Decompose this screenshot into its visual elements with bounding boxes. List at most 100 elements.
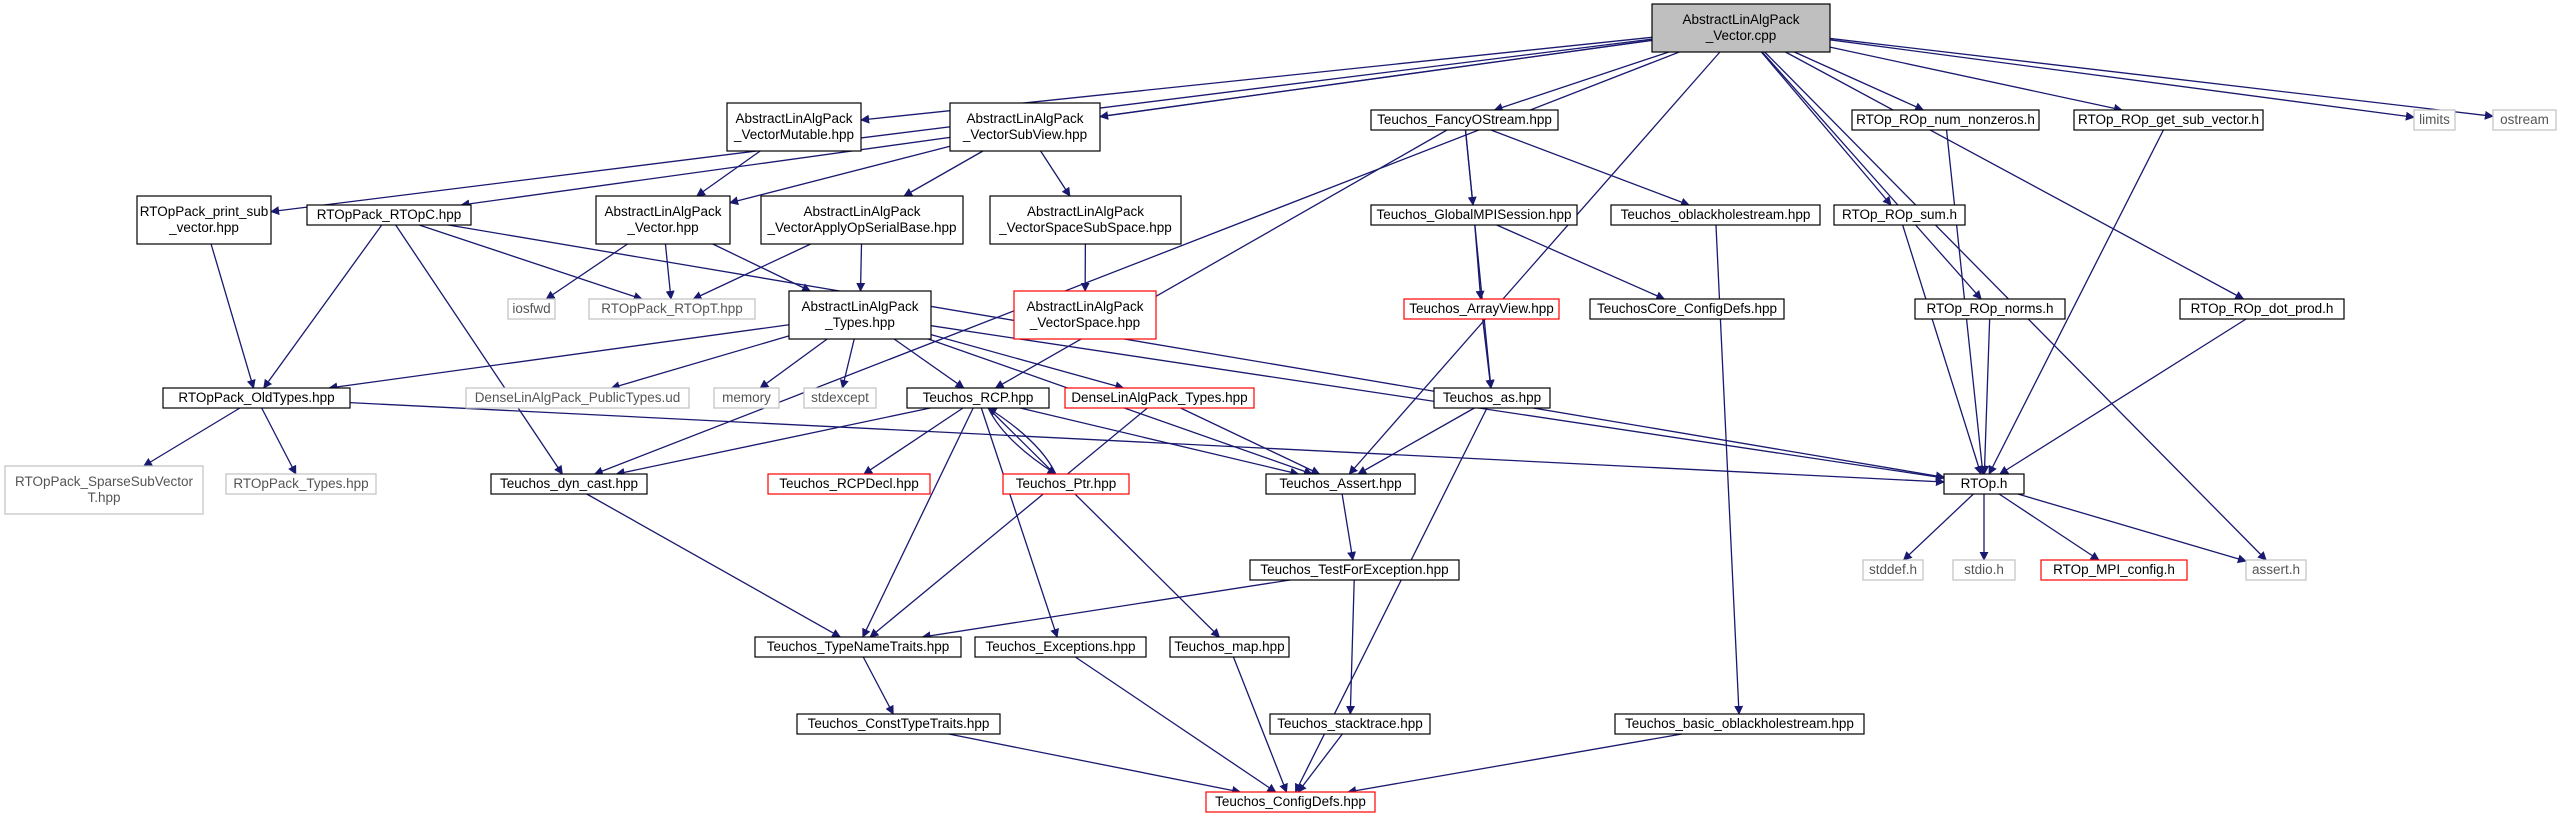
node-label: stdio.h [1964, 562, 2004, 577]
edge-rtoph-to-stddef [1902, 493, 1974, 561]
node-label: Teuchos_Exceptions.hpp [985, 639, 1135, 654]
node-box [465, 387, 690, 409]
node-tfos[interactable]: Teuchos_FancyOStream.hpp [1370, 109, 1559, 131]
node-vec[interactable]: AbstractLinAlgPack_Vector.hpp [595, 195, 731, 245]
node-oldt[interactable]: RTOpPack_OldTypes.hpp [162, 387, 351, 409]
node-av[interactable]: Teuchos_ArrayView.hpp [1403, 298, 1560, 320]
node-box [2040, 559, 2188, 581]
node-box [2413, 109, 2456, 131]
node-box [1610, 204, 1821, 226]
edge-as-to-cfg [1294, 407, 1488, 793]
node-label: RTOp_ROp_dot_prod.h [2191, 301, 2334, 316]
node-box [989, 195, 1182, 245]
node-label: AbstractLinAlgPack [1027, 204, 1144, 219]
node-cct[interactable]: Teuchos_ConstTypeTraits.hpp [796, 713, 1001, 735]
edge-dot-to-rtoph [1999, 318, 2247, 475]
edge-as-to-assert [1357, 407, 1475, 475]
node-label: AbstractLinAlgPack [1026, 299, 1143, 314]
node-rcpdecl[interactable]: Teuchos_RCPDecl.hpp [767, 473, 931, 495]
node-label: _VectorSpaceSubSpace.hpp [998, 220, 1172, 235]
node-print[interactable]: RTOpPack_print_sub_vector.hpp [136, 195, 272, 245]
node-vspace[interactable]: AbstractLinAlgPack_VectorSpace.hpp [1013, 290, 1157, 340]
node-obh[interactable]: Teuchos_oblackholestream.hpp [1610, 204, 1821, 226]
node-box [1833, 204, 1966, 226]
node-box [4, 465, 204, 515]
node-label: Teuchos_Ptr.hpp [1016, 476, 1117, 491]
node-vsss[interactable]: AbstractLinAlgPack_VectorSpaceSubSpace.h… [989, 195, 1182, 245]
edge-oldt-to-ssv [143, 407, 241, 467]
edge-types-to-stdexcept [839, 338, 855, 389]
edge-dyn-to-tnt [586, 493, 842, 638]
node-box [2179, 298, 2345, 320]
node-dlpt: DenseLinAlgPack_PublicTypes.ud [465, 387, 690, 409]
node-label: Teuchos_GlobalMPISession.hpp [1376, 207, 1571, 222]
node-stdexcept: stdexcept [803, 387, 877, 409]
node-bobh[interactable]: Teuchos_basic_oblackholestream.hpp [1614, 713, 1865, 735]
node-label: RTOp_ROp_num_nonzeros.h [1856, 112, 2035, 127]
edge-tfos-to-as [1464, 129, 1495, 389]
edge-root-to-limits [1829, 39, 2415, 121]
node-box [1943, 473, 2025, 495]
node-dyn[interactable]: Teuchos_dyn_cast.hpp [490, 473, 648, 495]
node-mpicfg[interactable]: RTOp_MPI_config.h [2040, 559, 2188, 581]
node-gsv[interactable]: RTOp_ROp_get_sub_vector.h [2073, 109, 2264, 131]
node-label: Teuchos_ConfigDefs.hpp [1215, 794, 1366, 809]
node-label: _Vector.hpp [626, 220, 698, 235]
edge-st-to-cfg [1297, 733, 1343, 793]
node-box [726, 102, 862, 152]
node-memory: memory [713, 387, 780, 409]
node-vaos[interactable]: AbstractLinAlgPack_VectorApplyOpSerialBa… [760, 195, 964, 245]
node-rcp[interactable]: Teuchos_RCP.hpp [906, 387, 1050, 409]
edge-types-to-dlpt [610, 335, 790, 391]
node-types[interactable]: AbstractLinAlgPack_Types.hpp [788, 290, 932, 340]
node-box [1370, 109, 1559, 131]
node-exc[interactable]: Teuchos_Exceptions.hpp [974, 636, 1147, 658]
node-norms[interactable]: RTOp_ROp_norms.h [1914, 298, 2066, 320]
node-vm[interactable]: AbstractLinAlgPack_VectorMutable.hpp [726, 102, 862, 152]
node-limits: limits [2413, 109, 2456, 131]
edge-ptr-to-rcp [987, 407, 1057, 475]
node-label: Teuchos_basic_oblackholestream.hpp [1625, 716, 1854, 731]
node-tfe[interactable]: Teuchos_TestForException.hpp [1249, 559, 1460, 581]
edge-types-to-oldt [328, 324, 790, 392]
node-as[interactable]: Teuchos_as.hpp [1433, 387, 1551, 409]
node-box [1064, 387, 1255, 409]
edge-tfos-to-obh [1490, 129, 1690, 207]
node-dot[interactable]: RTOp_ROp_dot_prod.h [2179, 298, 2345, 320]
node-sum[interactable]: RTOp_ROp_sum.h [1833, 204, 1966, 226]
node-ccd[interactable]: TeuchosCore_ConfigDefs.hpp [1589, 298, 1785, 320]
node-ptr[interactable]: Teuchos_Ptr.hpp [1002, 473, 1130, 495]
node-box [1403, 298, 1560, 320]
node-nnz[interactable]: RTOp_ROp_num_nonzeros.h [1851, 109, 2040, 131]
node-box [949, 102, 1101, 152]
node-box [1013, 290, 1157, 340]
edge-gmpi-to-ccd [1496, 224, 1666, 300]
node-label: DenseLinAlgPack_PublicTypes.ud [475, 390, 681, 405]
node-tnt[interactable]: Teuchos_TypeNameTraits.hpp [754, 636, 962, 658]
node-label: RTOp_ROp_get_sub_vector.h [2078, 112, 2259, 127]
node-root[interactable]: AbstractLinAlgPack_Vector.cpp [1651, 3, 1831, 53]
node-rtopt: RTOpPack_RTOpT.hpp [588, 298, 756, 320]
edge-cct-to-cfg [948, 733, 1242, 795]
node-st[interactable]: Teuchos_stacktrace.hpp [1269, 713, 1431, 735]
node-box [1914, 298, 2066, 320]
node-rtopc[interactable]: RTOpPack_RTOpC.hpp [306, 204, 472, 226]
node-assert[interactable]: Teuchos_Assert.hpp [1265, 473, 1416, 495]
edge-root-to-assert [1348, 51, 1721, 475]
node-dlt[interactable]: DenseLinAlgPack_Types.hpp [1064, 387, 1255, 409]
edge-assert-to-tfe [1341, 493, 1357, 561]
node-map[interactable]: Teuchos_map.hpp [1169, 636, 1290, 658]
node-cfg[interactable]: Teuchos_ConfigDefs.hpp [1205, 791, 1376, 813]
edge-root-to-gsv [1829, 46, 2123, 113]
node-label: RTOpPack_RTOpT.hpp [601, 301, 743, 316]
edge-root-to-nnz [1794, 51, 1925, 111]
node-stddef: stddef.h [1862, 559, 1924, 581]
node-gmpi[interactable]: Teuchos_GlobalMPISession.hpp [1370, 204, 1578, 226]
node-vsv[interactable]: AbstractLinAlgPack_VectorSubView.hpp [949, 102, 1101, 152]
nodes-layer: AbstractLinAlgPack_Vector.cppAbstractLin… [4, 3, 2557, 813]
edge-vec-to-rtopt [664, 243, 675, 300]
node-label: Teuchos_as.hpp [1443, 390, 1541, 405]
node-rtoph[interactable]: RTOp.h [1943, 473, 2025, 495]
edge-vsv-to-vaos [903, 150, 984, 197]
